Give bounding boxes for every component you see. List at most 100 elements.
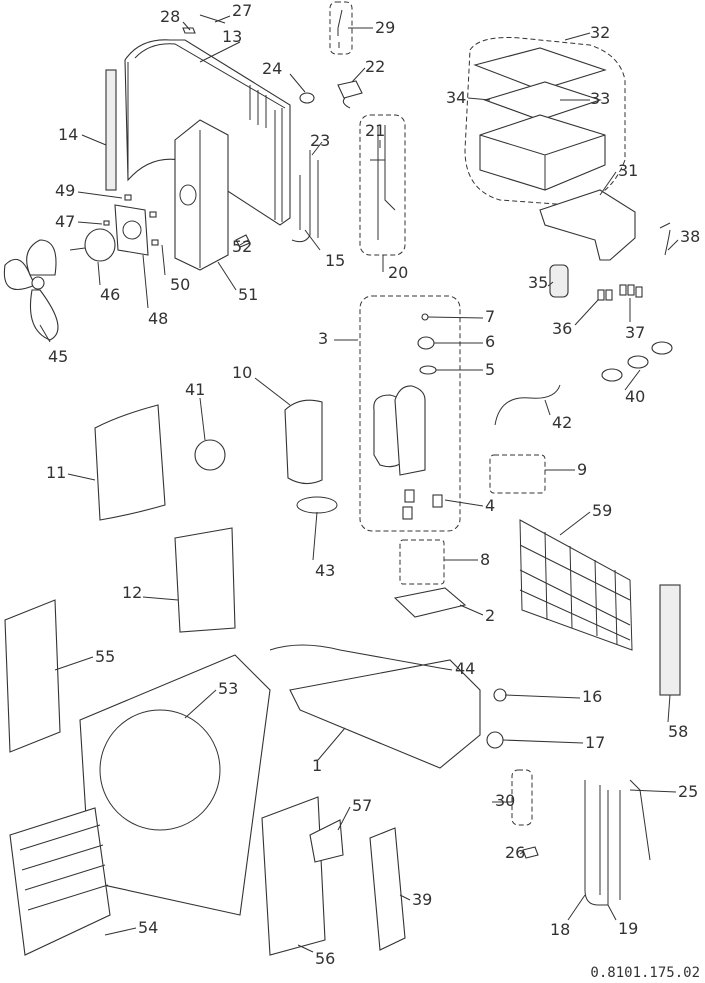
part-label-21: 21	[365, 121, 385, 140]
leader-line	[459, 604, 484, 616]
part-label-56: 56	[315, 949, 335, 968]
side-plate-part	[105, 69, 117, 191]
coil-part	[299, 92, 315, 104]
leader-line	[439, 667, 453, 671]
leader-line	[311, 141, 323, 156]
part-label-39: 39	[412, 890, 432, 909]
leader-line	[559, 511, 591, 536]
leader-line	[199, 397, 206, 441]
motor-bracket	[174, 119, 229, 271]
side-rail	[659, 584, 681, 696]
front-panel-small	[4, 599, 61, 753]
leader-line	[104, 927, 137, 936]
front-grille	[9, 807, 111, 956]
control-box-outline	[464, 37, 626, 206]
leader-line	[502, 739, 584, 744]
part-label-49: 49	[55, 181, 75, 200]
side-cover	[369, 827, 406, 951]
leader-line	[297, 944, 314, 953]
pipe-part	[269, 644, 441, 669]
part-label-35: 35	[528, 273, 548, 292]
pcb-board	[483, 81, 602, 121]
part-label-52: 52	[232, 237, 252, 256]
part-label-36: 36	[552, 319, 572, 338]
leader-line	[304, 229, 321, 251]
part-label-43: 43	[315, 561, 335, 580]
part-label-15: 15	[325, 251, 345, 270]
leader-line	[142, 596, 179, 601]
leader-line	[544, 399, 551, 416]
leader-line	[399, 894, 411, 901]
leader-line	[182, 21, 191, 31]
leader-line	[624, 369, 641, 391]
part-label-33: 33	[590, 89, 610, 108]
fan-blade	[3, 239, 59, 341]
leader-line	[337, 806, 351, 831]
part-label-50: 50	[170, 275, 190, 294]
leader-line	[161, 244, 166, 276]
part-label-51: 51	[238, 285, 258, 304]
leader-line	[444, 499, 484, 507]
valve-coil-part	[337, 80, 363, 99]
leader-line	[667, 694, 671, 723]
part-label-31: 31	[618, 161, 638, 180]
part-label-47: 47	[55, 212, 75, 231]
leader-line	[81, 134, 107, 146]
part-label-32: 32	[590, 23, 610, 42]
wire-ring	[296, 496, 338, 514]
part-label-10: 10	[232, 363, 252, 382]
part-label-30: 30	[495, 791, 515, 810]
cap-part	[194, 439, 226, 471]
part-label-46: 46	[100, 285, 120, 304]
leader-line	[199, 41, 241, 63]
part-label-37: 37	[625, 323, 645, 342]
leader-line	[667, 239, 679, 251]
compressor-group	[359, 295, 461, 532]
leader-line	[39, 324, 51, 343]
part-label-2: 2	[485, 606, 495, 625]
part-label-41: 41	[185, 380, 205, 399]
part-label-40: 40	[625, 387, 645, 406]
leader-line	[254, 377, 291, 406]
part-label-4: 4	[485, 496, 495, 515]
leader-line	[142, 254, 149, 309]
rear-grille	[519, 519, 633, 651]
leader-line	[217, 261, 237, 291]
base-pan	[289, 659, 481, 769]
leader-line	[67, 473, 96, 481]
part-label-22: 22	[365, 57, 385, 76]
part-label-24: 24	[262, 59, 282, 78]
leader-line	[184, 689, 217, 719]
leader-line	[77, 221, 103, 225]
part-label-26: 26	[505, 843, 525, 862]
handle-part	[309, 819, 344, 863]
leader-line	[351, 67, 366, 83]
part-label-29: 29	[375, 18, 395, 37]
clip-part	[235, 234, 251, 248]
part-label-53: 53	[218, 679, 238, 698]
part-label-19: 19	[618, 919, 638, 938]
base-plate	[393, 587, 467, 618]
leader-line	[289, 73, 306, 93]
part-label-18: 18	[550, 920, 570, 939]
part-label-42: 42	[552, 413, 572, 432]
leader-line	[567, 894, 586, 921]
partition-panel	[174, 527, 236, 633]
leader-line	[427, 316, 484, 319]
part-label-28: 28	[160, 7, 180, 26]
part-label-58: 58	[668, 722, 688, 741]
leader-line	[77, 191, 123, 199]
leader-line	[54, 656, 94, 671]
cover-plate	[539, 189, 636, 261]
motor-plate	[114, 204, 149, 256]
screw-part	[199, 14, 226, 24]
drawing-code: 0.8101.175.02	[590, 965, 700, 981]
part-label-3: 3	[318, 329, 328, 348]
part-label-6: 6	[485, 332, 495, 351]
part-label-27: 27	[232, 1, 252, 20]
part-label-34: 34	[446, 88, 466, 107]
leader-line	[214, 15, 231, 23]
leader-line	[564, 32, 591, 41]
part-label-54: 54	[138, 918, 158, 937]
